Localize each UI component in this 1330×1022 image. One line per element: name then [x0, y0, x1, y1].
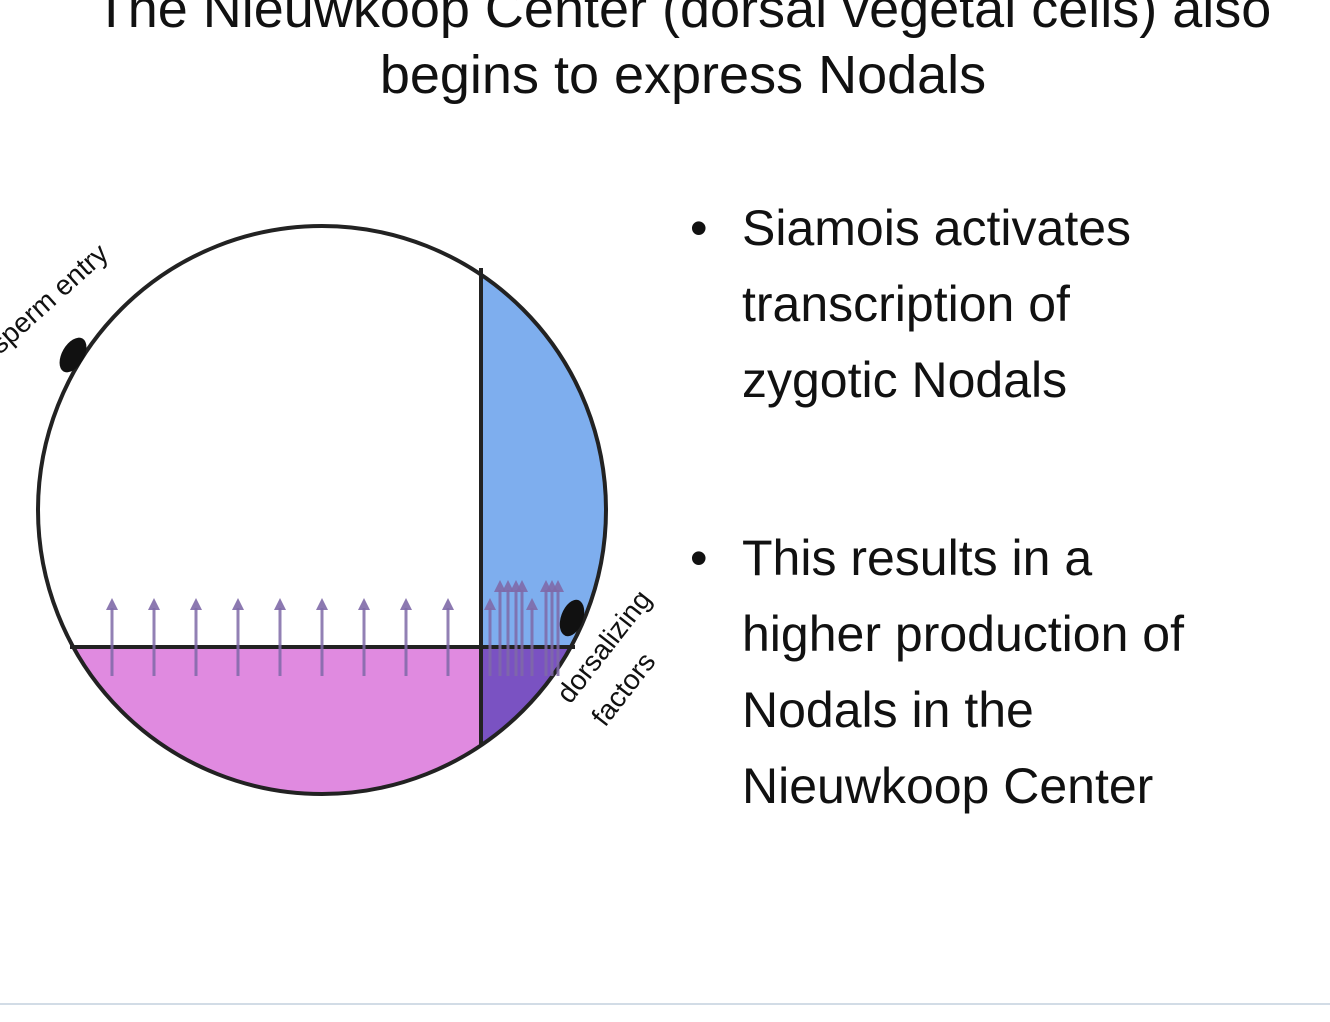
- signal-arrow: [148, 598, 160, 676]
- signal-arrow: [552, 580, 564, 676]
- signal-arrow: [484, 598, 496, 676]
- bullet-marker: •: [690, 200, 708, 256]
- vegetal-region: [38, 647, 481, 794]
- signal-arrow: [274, 598, 286, 676]
- signal-arrow: [502, 580, 514, 676]
- signal-arrow: [526, 598, 538, 676]
- bullet-line: Nodals in the: [742, 682, 1034, 738]
- bullet-line: Siamois activates: [742, 200, 1132, 256]
- signal-arrow: [494, 580, 506, 676]
- nodal-signal-arrows: [106, 580, 564, 676]
- bullet-line: higher production of: [742, 606, 1184, 662]
- bullet-text: This results in a higher production of N…: [742, 520, 1322, 824]
- dorsal-animal-region: [481, 226, 606, 647]
- signal-arrow: [358, 598, 370, 676]
- bullet-line: zygotic Nodals: [742, 352, 1068, 408]
- signal-arrow: [316, 598, 328, 676]
- bullet-marker: •: [690, 530, 708, 586]
- bullet-line: transcription of: [742, 276, 1070, 332]
- signal-arrow: [400, 598, 412, 676]
- slide-title-line-1: The Nieuwkoop Center (dorsal vegetal cel…: [94, 0, 1272, 39]
- egg-outline: [36, 224, 608, 796]
- sperm-entry-label: sperm entry: [0, 238, 114, 360]
- signal-arrow: [516, 580, 528, 676]
- signal-arrow: [106, 598, 118, 676]
- slide-bottom-rule: [0, 1003, 1330, 1005]
- bullet-line: This results in a: [742, 530, 1093, 586]
- signal-arrow: [442, 598, 454, 676]
- bullet-text: Siamois activates transcription of zygot…: [742, 190, 1322, 418]
- embryo-diagram: sperm entry dorsalizing factors: [0, 224, 661, 796]
- bullet-line: Nieuwkoop Center: [742, 758, 1154, 814]
- signal-arrow: [232, 598, 244, 676]
- slide-title-line-2: begins to express Nodals: [379, 45, 987, 105]
- dorsalizing-factors-marker: [559, 599, 585, 637]
- signal-arrow: [190, 598, 202, 676]
- sperm-entry-marker: [59, 337, 87, 373]
